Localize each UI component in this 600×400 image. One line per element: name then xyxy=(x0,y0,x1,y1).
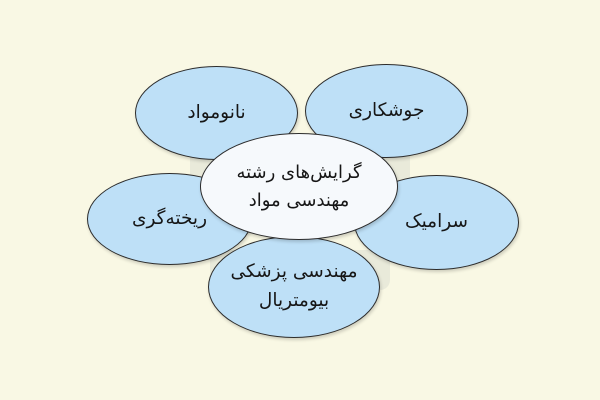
branch-casting-label: ریخته‌گری xyxy=(131,207,208,229)
center-node: گرایش‌های رشته مهندسی مواد xyxy=(200,133,398,240)
branch-biomedical-line2: بیومتریال xyxy=(258,290,330,311)
center-title-line1: گرایش‌های رشته xyxy=(236,161,362,183)
branch-ceramic-label: سرامیک xyxy=(405,211,468,233)
branch-biomedical-text: مهندسی پزشکی بیومتریال xyxy=(230,258,357,315)
branch-biomedical: مهندسی پزشکی بیومتریال xyxy=(208,236,380,338)
center-node-text: گرایش‌های رشته مهندسی مواد xyxy=(236,159,361,215)
center-title-line2: مهندسی مواد xyxy=(248,189,350,211)
branch-welding-label: جوشکاری xyxy=(348,99,425,121)
branch-biomedical-line1: مهندسی پزشکی xyxy=(230,261,358,283)
branch-nanomaterials-label: نانومواد xyxy=(187,101,246,123)
